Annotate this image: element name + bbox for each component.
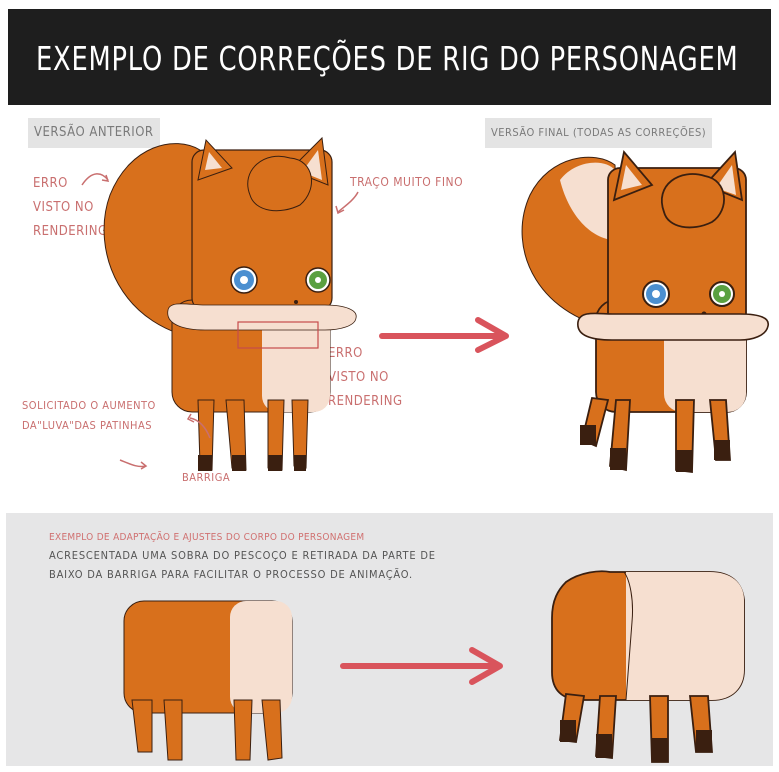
note-belly: BARRIGA <box>182 471 231 484</box>
fox-before <box>103 136 357 471</box>
note-render-error-2: ERRO VISTO NO RENDERING <box>328 346 403 409</box>
note-render-error-1: ERRO VISTO NO RENDERING <box>33 176 108 239</box>
curved-arrow-icon <box>337 191 359 213</box>
bottom-heading: EXEMPLO DE ADAPTAÇÃO E AJUSTES DO CORPO … <box>49 532 365 543</box>
body-before <box>123 600 293 761</box>
label-after: VERSÃO FINAL (TODAS AS CORREÇÕES) <box>485 118 713 148</box>
bottom-description: ACRESCENTADA UMA SOBRA DO PESCOÇO E RETI… <box>49 549 436 581</box>
label-before: VERSÃO ANTERIOR <box>28 118 160 148</box>
body-after <box>551 570 745 763</box>
fox-after <box>521 149 769 474</box>
note-thin-line: TRAÇO MUITO FINO <box>350 175 464 189</box>
right-arrow-icon <box>340 647 503 685</box>
note-glove: SOLICITADO O AUMENTO DA"LUVA"DAS PATINHA… <box>22 399 156 432</box>
right-arrow-icon <box>379 317 509 353</box>
curved-arrow-icon <box>119 459 147 468</box>
curved-arrow-icon <box>81 173 109 186</box>
header-banner: EXEMPLO DE CORREÇÕES DE RIG DO PERSONAGE… <box>8 9 771 105</box>
page-title: EXEMPLO DE CORREÇÕES DE RIG DO PERSONAGE… <box>36 39 739 78</box>
curved-arrow-icon <box>189 417 211 439</box>
